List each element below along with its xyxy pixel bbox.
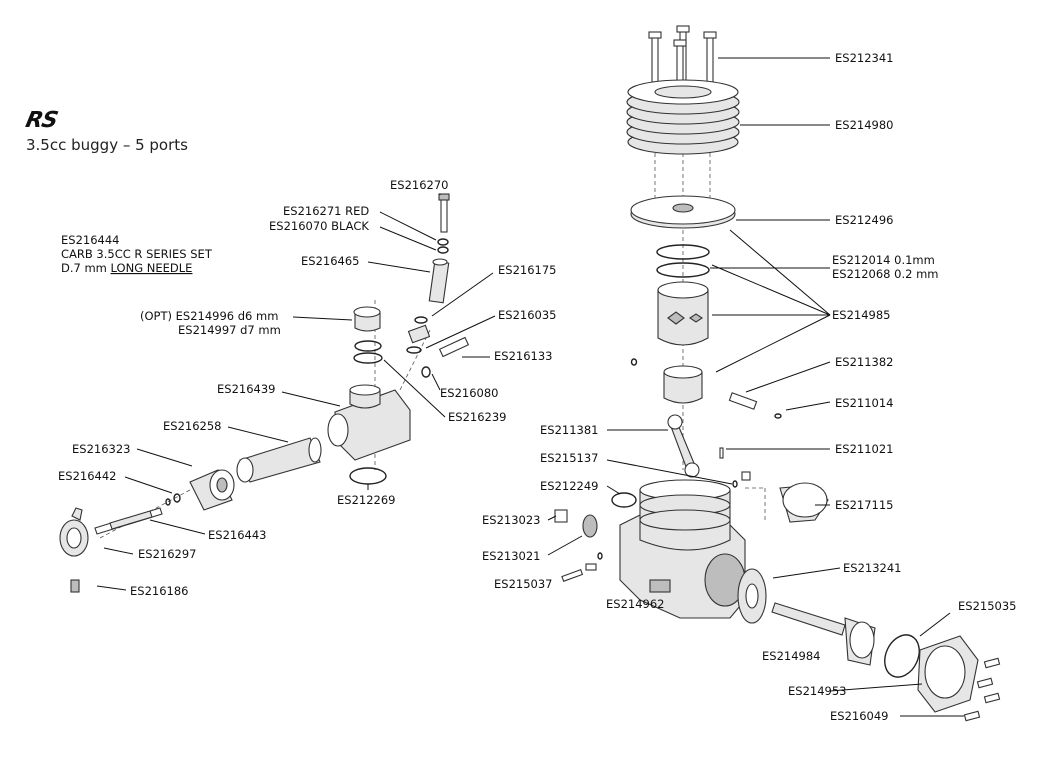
back-cover [779,482,829,523]
label-es216443: ES216443 [208,528,266,542]
label-es216270: ES216270 [390,178,448,192]
oring-black [437,246,449,254]
connecting-rod [667,414,700,478]
oring-216442-b [165,498,171,506]
carb-body [327,384,411,461]
label-es216258: ES216258 [163,419,221,433]
pin-clip [774,413,782,419]
label-es213241: ES213241 [843,561,901,575]
front-bearing [737,568,767,624]
label-es214985: ES214985 [832,308,890,322]
label-es216239: ES216239 [448,410,506,424]
cylinder-sleeve [657,281,709,346]
washer-small-2 [732,480,738,488]
crankshaft [771,602,876,666]
label-es216186: ES216186 [130,584,188,598]
needle-valve-top [438,193,450,233]
carb-set-bore-prefix: D.7 mm [61,261,111,275]
plug-small [554,509,568,523]
label-es216439: ES216439 [217,382,275,396]
label-es211381: ES211381 [540,423,598,437]
oring-red [437,238,449,246]
label-es212014: ES212014 0.1mm [832,253,935,267]
label-es216049: ES216049 [830,709,888,723]
label-es211014: ES211014 [835,396,893,410]
label-es214962: ES214962 [606,597,664,611]
part-labels: ES212341 ES214980 ES212496 ES212014 0.1m… [58,51,1016,723]
rear-gasket [884,634,920,678]
rod-pin [719,447,724,459]
label-es212249: ES212249 [540,479,598,493]
cylinder-head [626,79,740,155]
label-es216070: ES216070 BLACK [269,219,369,233]
carb-set-code: ES216444 [61,233,119,247]
label-es215035: ES215035 [958,599,1016,613]
label-es216080: ES216080 [440,386,498,400]
screw-215037 [561,568,584,582]
label-es216175: ES216175 [498,263,556,277]
needle-housing [189,469,235,511]
venturi-insert [353,306,381,332]
head-gasket-2 [656,262,710,278]
label-es213021: ES213021 [482,549,540,563]
rear-screws [963,657,1001,722]
rear-cover [917,635,979,713]
label-es214997: ES214997 d7 mm [178,323,281,337]
needle-arm [59,507,89,557]
crankcase [619,479,746,619]
oring-212269 [349,467,387,485]
label-es216465: ES216465 [301,254,359,268]
label-es212341: ES212341 [835,51,893,65]
label-es216323: ES216323 [72,442,130,456]
label-es211382: ES211382 [835,355,893,369]
oring-216080 [421,366,431,378]
label-es213023: ES213023 [482,513,540,527]
head-plate [630,195,736,229]
label-es215137: ES215137 [540,451,598,465]
bolt-rod [585,563,597,571]
label-es216133: ES216133 [494,349,552,363]
label-es216297: ES216297 [138,547,196,561]
label-es216271: ES216271 RED [283,204,369,218]
leader-lines [96,57,964,717]
oring-216239-b [353,352,383,364]
label-es211021: ES211021 [835,442,893,456]
oring-216442 [173,493,181,503]
oring-216239-a [354,340,382,352]
label-es216035: ES216035 [498,308,556,322]
label-es214984: ES214984 [762,649,820,663]
label-es212269: ES212269 [337,493,395,507]
label-es214980: ES214980 [835,118,893,132]
piston [663,365,703,404]
needle-216443 [94,507,163,535]
label-es216442: ES216442 [58,469,116,483]
label-es217115: ES217115 [835,498,893,512]
label-es214953: ES214953 [788,684,846,698]
carb-barrel [236,437,322,483]
set-screw-216186 [70,579,80,593]
plug-washer [582,514,598,538]
head-gasket-1 [656,244,710,260]
label-es214996: (OPT) ES214996 d6 mm [140,309,278,323]
screw-216133 [438,336,470,358]
wrist-pin [728,392,758,410]
oring-212249 [611,492,637,508]
oring-216175 [414,316,428,324]
label-es212496: ES212496 [835,213,893,227]
carb-set-description: CARB 3.5CC R SERIES SET [61,247,213,261]
pin-clip-left [630,358,638,366]
set-screw [741,471,751,481]
carb-set-bore: D.7 mm LONG NEEDLE [61,261,192,275]
washer-small-1 [597,552,603,560]
oring-216035 [406,346,422,354]
label-es212068: ES212068 0.2 mm [832,267,938,281]
page-subtitle: 3.5cc buggy – 5 ports [26,136,188,154]
label-es215037: ES215037 [494,577,552,591]
needle-holder [428,258,450,304]
long-needle-link[interactable]: LONG NEEDLE [111,261,193,275]
fuel-nipple [407,324,431,344]
